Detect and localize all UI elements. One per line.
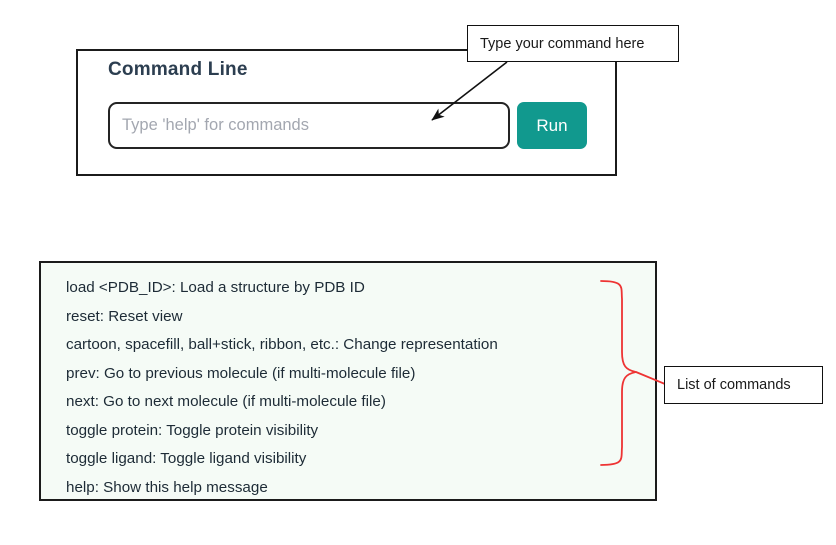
list-item: prev: Go to previous molecule (if multi-… — [66, 364, 416, 382]
command-line-card: Command Line Run — [76, 49, 617, 176]
list-item: toggle ligand: Toggle ligand visibility — [66, 450, 307, 467]
help-command-list: load <PDB_ID>: Load a structure by PDB I… — [66, 274, 645, 502]
help-output-box: load <PDB_ID>: Load a structure by PDB I… — [39, 261, 657, 501]
list-item: reset: Reset view — [66, 307, 183, 325]
page-title: Command Line — [108, 59, 248, 80]
list-item: toggle protein: Toggle protein visibilit… — [66, 421, 319, 439]
command-input[interactable] — [108, 102, 510, 149]
annotation-callout-input: Type your command here — [467, 25, 679, 62]
list-item: load <PDB_ID>: Load a structure by PDB I… — [66, 279, 365, 296]
list-item: help: Show this help message — [66, 478, 268, 496]
list-item: cartoon, spacefill, ball+stick, ribbon, … — [66, 336, 498, 353]
list-item: next: Go to next molecule (if multi-mole… — [66, 393, 386, 410]
run-button[interactable]: Run — [517, 102, 587, 149]
annotation-callout-command-list: List of commands — [664, 366, 823, 404]
